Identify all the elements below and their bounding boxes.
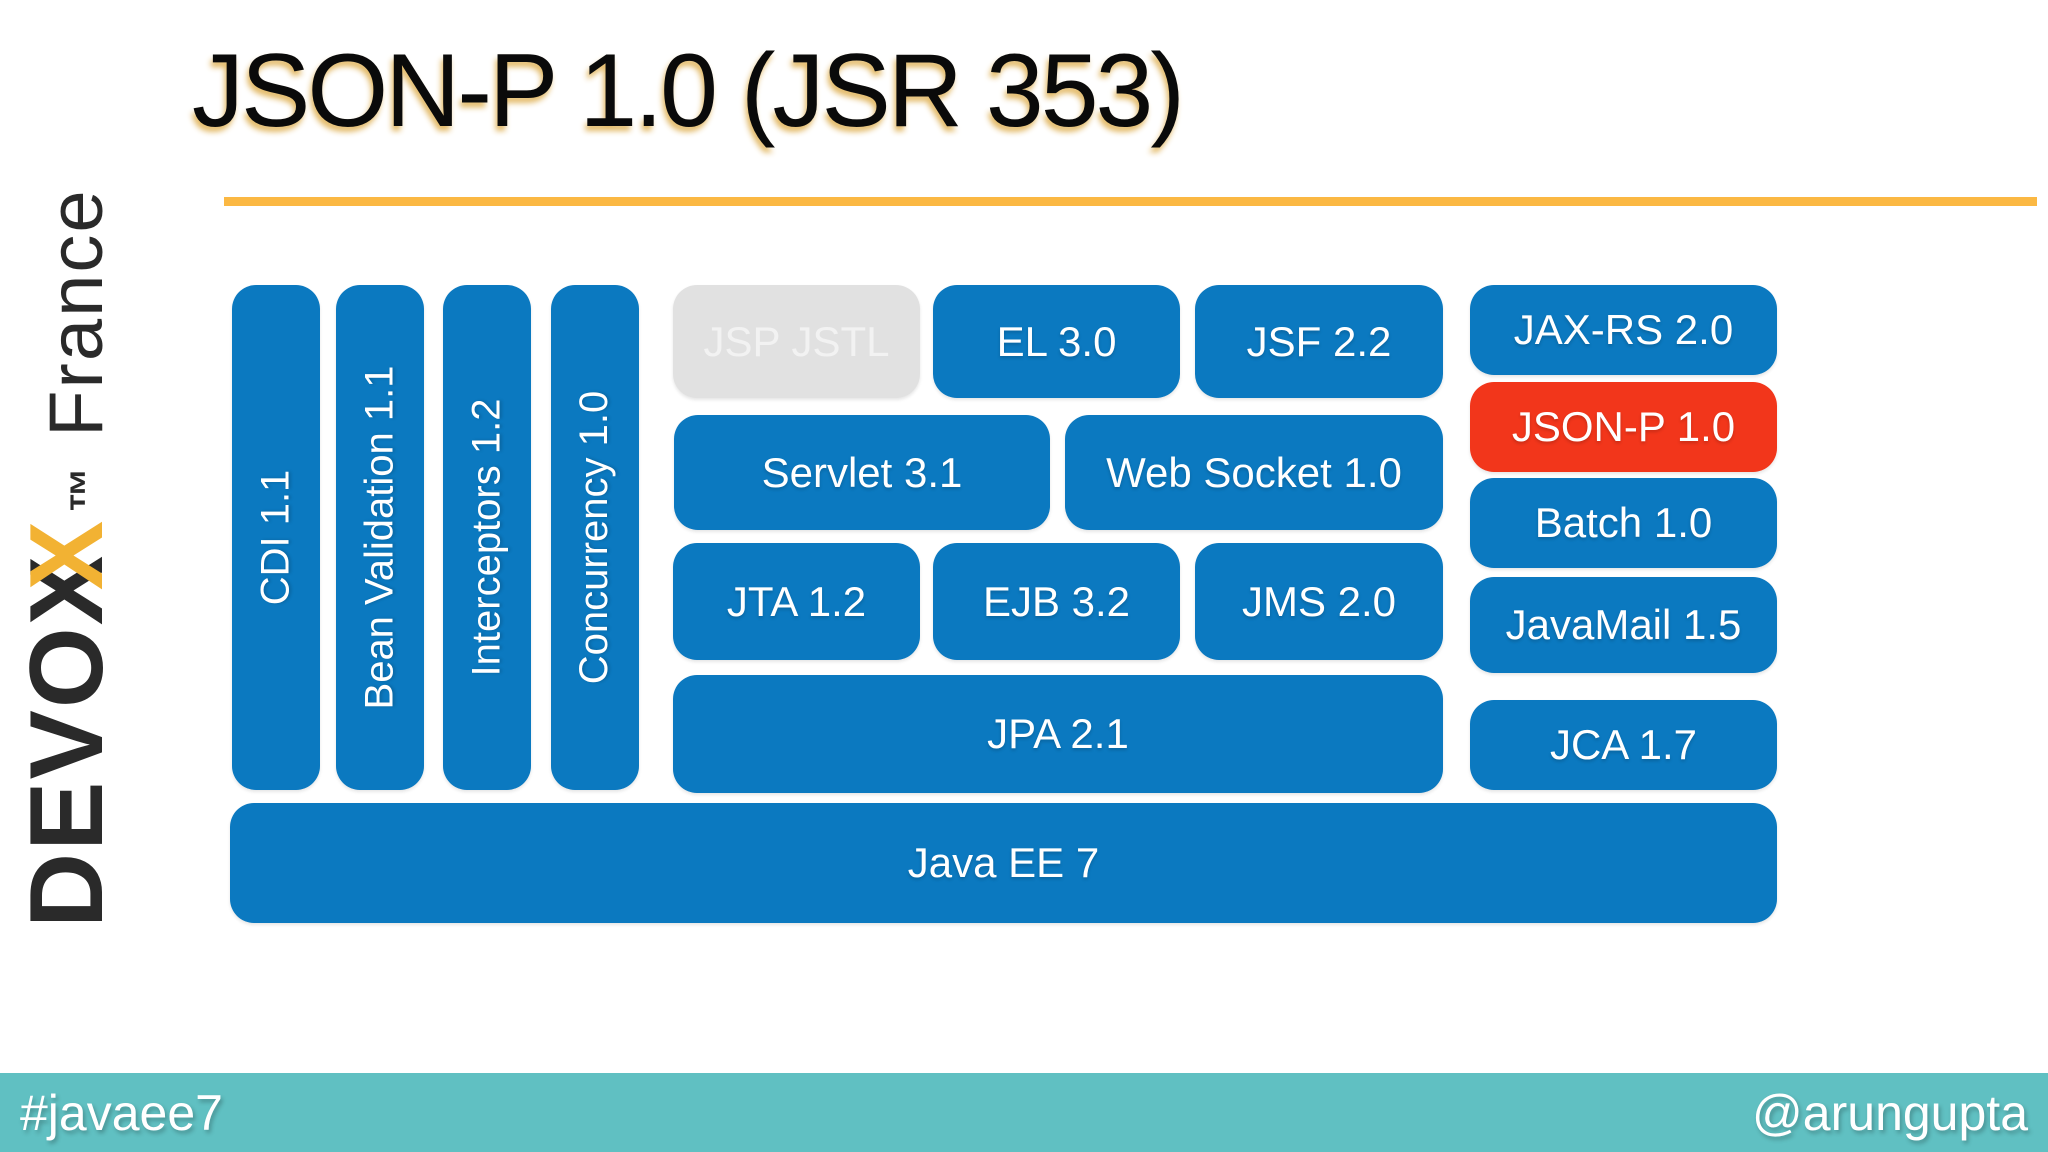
logo-brand-text: DEVOXX	[8, 519, 127, 928]
box-jax-rs: JAX-RS 2.0	[1470, 285, 1777, 375]
box-el: EL 3.0	[933, 285, 1180, 398]
box-javamail: JavaMail 1.5	[1470, 577, 1777, 673]
box-interceptors: Interceptors 1.2	[443, 285, 531, 790]
box-jpa: JPA 2.1	[673, 675, 1443, 793]
box-web-socket: Web Socket 1.0	[1065, 415, 1443, 530]
footer-bar: #javaee7 @arungupta	[0, 1073, 2048, 1152]
box-interceptors-label: Interceptors 1.2	[464, 398, 509, 677]
box-bean-validation-label: Bean Validation 1.1	[357, 365, 402, 710]
javaee7-stack-diagram: CDI 1.1 Bean Validation 1.1 Interceptors…	[230, 285, 1780, 925]
box-cdi-label: CDI 1.1	[253, 469, 298, 606]
logo-x-yellow: X	[9, 518, 125, 591]
logo-region-text: France	[34, 188, 119, 437]
box-jca: JCA 1.7	[1470, 700, 1777, 790]
box-batch: Batch 1.0	[1470, 478, 1777, 568]
devoxx-france-logo: DEVOXX ™ France	[8, 48, 128, 928]
box-concurrency-label: Concurrency 1.0	[572, 390, 617, 685]
title-underline	[224, 197, 2037, 206]
box-servlet: Servlet 3.1	[674, 415, 1050, 530]
box-ejb: EJB 3.2	[933, 543, 1180, 660]
box-jta: JTA 1.2	[673, 543, 920, 660]
logo-devo: DEVO	[9, 625, 125, 928]
trademark-symbol: ™	[60, 466, 112, 513]
box-jsp-jstl: JSP JSTL	[673, 285, 920, 398]
footer-hashtag: #javaee7	[20, 1084, 223, 1141]
box-cdi: CDI 1.1	[232, 285, 320, 790]
box-java-ee-7: Java EE 7	[230, 803, 1777, 923]
box-concurrency: Concurrency 1.0	[551, 285, 639, 790]
box-jsf: JSF 2.2	[1195, 285, 1443, 398]
slide-title: JSON-P 1.0 (JSR 353)	[192, 33, 1185, 149]
box-json-p-highlighted: JSON-P 1.0	[1470, 382, 1777, 472]
box-jms: JMS 2.0	[1195, 543, 1443, 660]
footer-twitter-handle: @arungupta	[1752, 1084, 2028, 1141]
box-bean-validation: Bean Validation 1.1	[336, 285, 424, 790]
